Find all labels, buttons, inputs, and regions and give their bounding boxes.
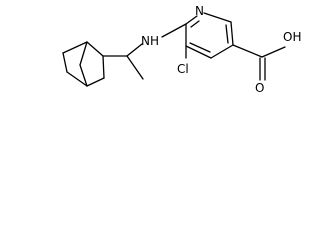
bond-carboxyl-oh: [261, 46, 286, 58]
chemical-structure: N NH Cl OH O: [62, 4, 301, 95]
bond-c3-carboxyl: [232, 44, 263, 58]
bond-cage-1: [86, 41, 104, 57]
bond-c6-ring-n: [185, 15, 198, 25]
hydroxyl-label: OH: [283, 30, 301, 44]
bond-nh-ch: [126, 43, 143, 57]
bond-c6-nh: [161, 23, 187, 38]
bond-c2-c3-inner: [225, 24, 229, 44]
bond-cage-4: [66, 71, 88, 87]
bond-cage-bridge-1: [79, 41, 88, 66]
pyridine-ring: [185, 12, 234, 59]
carbonyl-oxygen-label: O: [255, 81, 264, 95]
bond-ch-methyl: [126, 55, 144, 80]
bond-cage-6: [102, 55, 105, 79]
ring-nitrogen-label: N: [195, 4, 204, 18]
bond-c4-c5: [185, 45, 212, 59]
bond-c3-c4: [210, 44, 234, 59]
bond-cage-5: [86, 77, 105, 87]
bond-cage-bridge-2: [79, 64, 88, 87]
bond-cage-3: [62, 52, 68, 73]
bond-cage-2: [62, 41, 88, 54]
bond-c2-c3: [230, 21, 234, 46]
bond-c4-c5-inner: [189, 42, 211, 53]
norbornane-cage: [62, 41, 105, 87]
amine-linker: [102, 23, 187, 80]
carboxylic-acid-group: [232, 44, 286, 81]
bond-ring-n-c2: [203, 12, 232, 23]
chlorine-label: Cl: [177, 62, 189, 76]
amine-label: NH: [141, 34, 159, 48]
bond-c6-ring-n-inner: [190, 20, 200, 28]
